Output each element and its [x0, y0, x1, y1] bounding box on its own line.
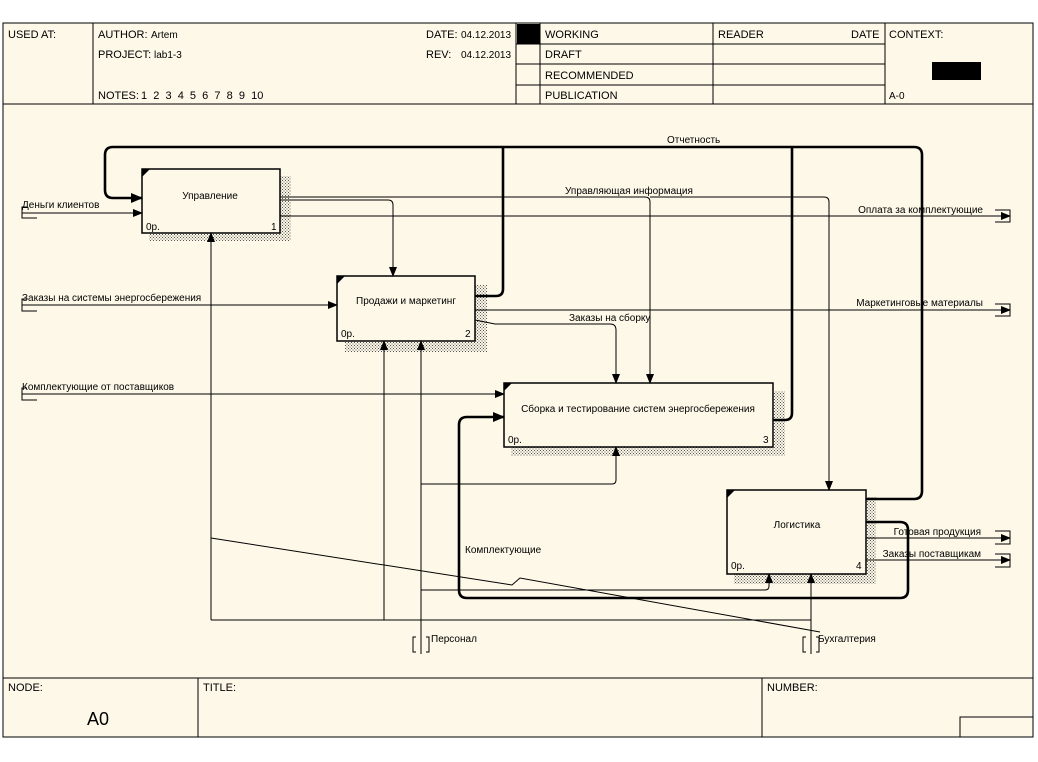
- label-money-clients: Деньги клиентов: [22, 200, 99, 211]
- reader-date-label: DATE: [851, 29, 880, 41]
- box-1-cost: 0р.: [146, 222, 160, 233]
- arrow-staff-box4: [421, 573, 773, 591]
- box-4-label: Логистика: [774, 520, 821, 531]
- arrow-components-loop: [457, 412, 910, 600]
- label-staff: Персонал: [431, 634, 477, 645]
- tunnel-brackets: [21, 206, 1011, 653]
- label-finished-products: Готовая продукция: [894, 527, 981, 538]
- box-3-cost: 0р.: [508, 435, 522, 446]
- arrow-management-info: [280, 196, 654, 384]
- status-draft: DRAFT: [545, 49, 582, 61]
- footer-block: [3, 677, 1034, 738]
- number-label: NUMBER:: [767, 682, 818, 694]
- box-4-number: 4: [856, 561, 862, 572]
- box-2-label: Продажи и маркетинг: [356, 296, 456, 307]
- header-block: [3, 23, 1033, 105]
- status-working: WORKING: [545, 29, 599, 41]
- notes-numbers: 1 2 3 4 5 6 7 8 9 10: [141, 90, 263, 102]
- label-marketing-materials: Маркетинговые материалы: [856, 298, 983, 309]
- arrow-control-box2: [280, 199, 397, 277]
- arrow-reporting: [103, 145, 924, 501]
- box-1-label: Управление: [182, 191, 238, 202]
- box-2-number: 2: [465, 329, 471, 340]
- label-accounting: Бухгалтерия: [818, 634, 876, 645]
- box-3-number: 3: [763, 435, 769, 446]
- arrows-bold: [103, 145, 924, 600]
- label-components: Комплектующие: [465, 545, 542, 556]
- label-components-suppliers: Комплектующие от поставщиков: [22, 382, 174, 393]
- box-1-management[interactable]: Управление 0р. 1: [141, 168, 291, 241]
- notes-label: NOTES:: [98, 90, 139, 102]
- context-label: CONTEXT:: [889, 29, 943, 41]
- label-orders-systems: Заказы на системы энергосбережения: [22, 292, 201, 304]
- arrow-reporting-box2: [475, 147, 505, 298]
- author-value: Artem: [151, 30, 178, 41]
- working-status-marker: [517, 24, 540, 44]
- project-label: PROJECT:: [98, 49, 151, 61]
- context-node: A-0: [889, 91, 905, 102]
- node-label: NODE:: [8, 682, 43, 694]
- project-value: lab1-3: [154, 50, 182, 61]
- rev-label: REV:: [426, 49, 451, 61]
- label-payment-components: Оплата за комплектующие: [858, 205, 983, 216]
- label-assembly-orders: Заказы на сборку: [569, 312, 650, 324]
- box-3-assembly-testing[interactable]: Сборка и тестирование систем энергосбере…: [503, 382, 785, 456]
- node-value: A0: [87, 709, 109, 729]
- label-reporting: Отчетность: [667, 135, 720, 146]
- context-node-marker: [932, 62, 981, 80]
- status-recommended: RECOMMENDED: [545, 70, 634, 82]
- arrow-staff-box3: [421, 446, 620, 485]
- sheet: [2, 22, 1034, 738]
- box-1-number: 1: [271, 222, 277, 233]
- arrows-thin: [22, 196, 1011, 654]
- box-3-label: Сборка и тестирование систем энергосбере…: [521, 403, 755, 415]
- box-4-logistics[interactable]: Логистика 0р. 4: [726, 489, 876, 584]
- box-2-cost: 0р.: [341, 329, 355, 340]
- label-management-info: Управляющая информация: [565, 185, 693, 197]
- box-4-cost: 0р.: [731, 561, 745, 572]
- rev-value: 04.12.2013: [461, 50, 511, 61]
- date-value: 04.12.2013: [461, 30, 511, 41]
- title-label: TITLE:: [203, 682, 236, 694]
- date-label: DATE:: [426, 29, 458, 41]
- arrow-accounting-diagonal: [210, 537, 821, 633]
- box-2-sales-marketing[interactable]: Продажи и маркетинг 0р. 2: [336, 275, 487, 352]
- label-supplier-orders: Заказы поставщикам: [883, 549, 981, 560]
- used-at-label: USED AT:: [8, 29, 56, 41]
- arrow-reporting-box3: [773, 147, 794, 422]
- status-publication: PUBLICATION: [545, 90, 618, 102]
- arrow-management-info-logistics: [650, 196, 833, 491]
- arrow-assembly-orders: [474, 319, 620, 384]
- reader-label: READER: [718, 29, 764, 41]
- author-label: AUTHOR:: [98, 29, 148, 41]
